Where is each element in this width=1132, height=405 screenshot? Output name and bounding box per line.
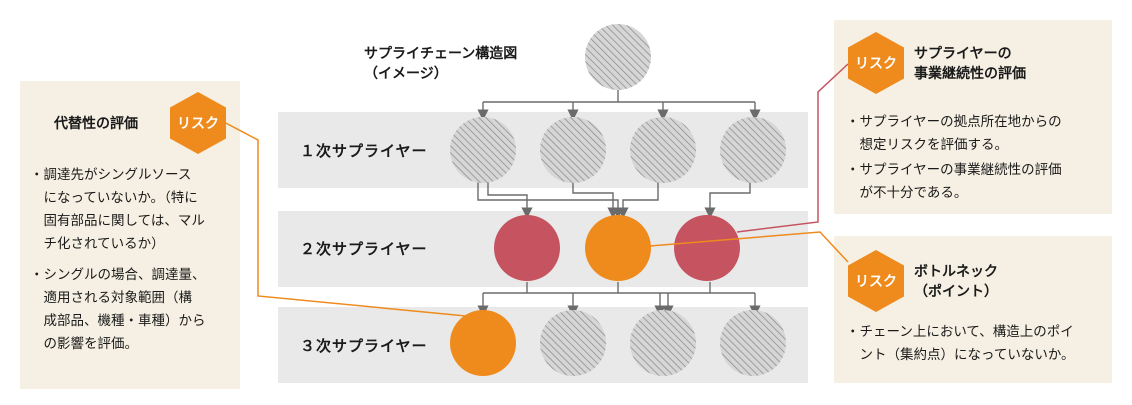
right-bottom-panel-bullet-1: ・チェーン上において、構造上のポイ ント（集約点）になっていないか。 (846, 324, 1075, 363)
left-panel-bullet-2: ・シングルの場合、調達量、 適用される対象範囲（構 成部品、機種・車種）から の… (30, 267, 206, 352)
diagram-title: サプライチェーン構造図 （イメージ） (364, 44, 517, 84)
callout-line-continuity (736, 63, 849, 233)
diagram-title-line-2: （イメージ） (364, 66, 448, 82)
left-panel-title: 代替性の評価 (54, 116, 138, 132)
tier1-node-1 (450, 117, 516, 183)
tier3-node-3 (630, 310, 696, 376)
tier2-node-1-risk (494, 215, 560, 281)
callout-line-substitutability (219, 119, 467, 317)
tier3-node-2 (540, 310, 606, 376)
right-top-panel-bullet-1: ・サプライヤーの拠点所在地からの 想定リスクを評価する。 (846, 114, 1062, 153)
root-company-node (585, 24, 651, 90)
connectors-root-tier1 (477, 90, 761, 121)
right-top-panel-title: サプライヤーの 事業継続性の評価 (914, 46, 1026, 82)
right-bottom-panel-title: ボトルネック （ポイント） (914, 264, 998, 300)
left-panel-bullet-1: ・調達先がシングルソース になっていないか。（特に 固有部品に関しては、マル チ… (30, 167, 205, 252)
tier2-node-2-bottleneck (585, 215, 651, 281)
tier-label-1: １次サプライヤー (300, 142, 428, 160)
tier-label-2: ２次サプライヤー (300, 240, 428, 258)
tier3-node-4 (720, 310, 786, 376)
tier3-node-1-single-source (450, 310, 516, 376)
connectors-tier1-tier2 (477, 180, 751, 219)
connectors-tier2-tier3 (477, 282, 761, 317)
tier-label-3: ３次サプライヤー (300, 337, 428, 355)
callout-line-bottleneck (649, 231, 849, 263)
tier1-node-3 (630, 117, 696, 183)
tier1-node-2 (540, 117, 606, 183)
tier2-node-3-risk (674, 215, 740, 281)
diagram-title-line-1: サプライチェーン構造図 (364, 46, 518, 62)
right-top-panel-bullet-2: ・サプライヤーの事業継続性の評価 が不十分である。 (846, 162, 1062, 201)
tier1-node-4 (720, 117, 786, 183)
